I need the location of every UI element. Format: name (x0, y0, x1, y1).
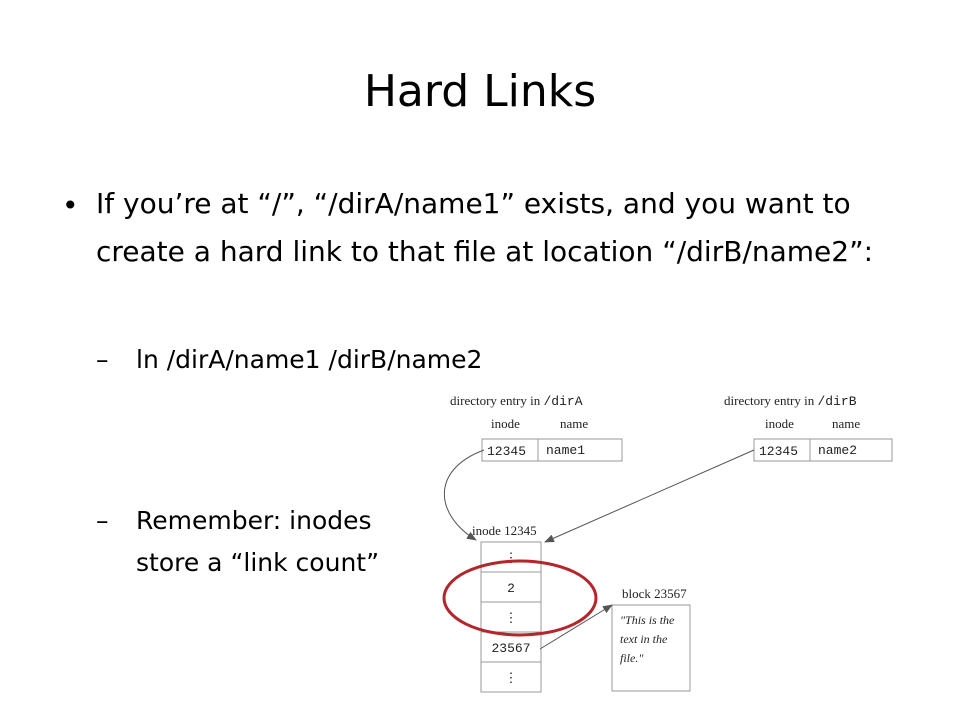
inode-cell-block-pointer: 23567 (491, 641, 530, 656)
slide-title: Hard Links (363, 66, 597, 117)
dir-a-row-box (481, 438, 623, 462)
dir-b-name-value: name2 (818, 443, 857, 458)
arrow-inode-to-block (539, 604, 613, 650)
dir-b-entry: directory entry in /dirB inode name 1234… (724, 393, 893, 462)
bullet-dot-icon: • (62, 189, 79, 222)
dir-b-inode-value: 12345 (759, 444, 798, 459)
dir-b-col-inode: inode (765, 416, 794, 431)
inode-box (480, 541, 542, 693)
dir-a-inode-value: 12345 (487, 444, 526, 459)
block-box (611, 604, 691, 692)
block-label: block 23567 (622, 586, 687, 601)
inode-table: inode 12345 ⋮ 2 ⋮ 23567 ⋮ (472, 523, 542, 693)
dir-b-label: directory entry in /dirB (724, 393, 857, 409)
main-bullet-text: If you’re at “/”, “/dirA/name1” exists, … (96, 187, 874, 268)
sub-bullet-dash: – (96, 506, 109, 535)
block-text-line: "This is the (620, 613, 675, 627)
sub-bullet-text: Remember: inodes store a “link count” (136, 506, 380, 577)
dir-a-col-name: name (560, 416, 588, 431)
inode-label: inode 12345 (472, 523, 537, 538)
block-text-line: text in the (620, 632, 668, 646)
data-block: block 23567 "This is the text in the fil… (611, 586, 691, 692)
inode-cell-ellipsis: ⋮ (505, 671, 518, 686)
inode-cell-ellipsis: ⋮ (505, 611, 518, 626)
arrow-dir-b-to-inode (544, 449, 755, 543)
dir-a-col-inode: inode (491, 416, 520, 431)
arrow-dir-a-to-inode (443, 449, 485, 541)
sub-bullet-dash: – (96, 345, 109, 374)
dir-a-name-value: name1 (546, 443, 585, 458)
link-count-highlight-ellipse (442, 559, 598, 637)
dir-a-entry: directory entry in /dirA inode name 1234… (450, 393, 623, 462)
dir-a-label: directory entry in /dirA (450, 393, 583, 409)
sub-bullet-text: ln /dirA/name1 /dirB/name2 (136, 345, 483, 374)
dir-b-col-name: name (832, 416, 860, 431)
block-text-line: file." (620, 651, 644, 665)
inode-cell-ellipsis: ⋮ (505, 551, 518, 566)
inode-cell-link-count: 2 (507, 581, 515, 596)
